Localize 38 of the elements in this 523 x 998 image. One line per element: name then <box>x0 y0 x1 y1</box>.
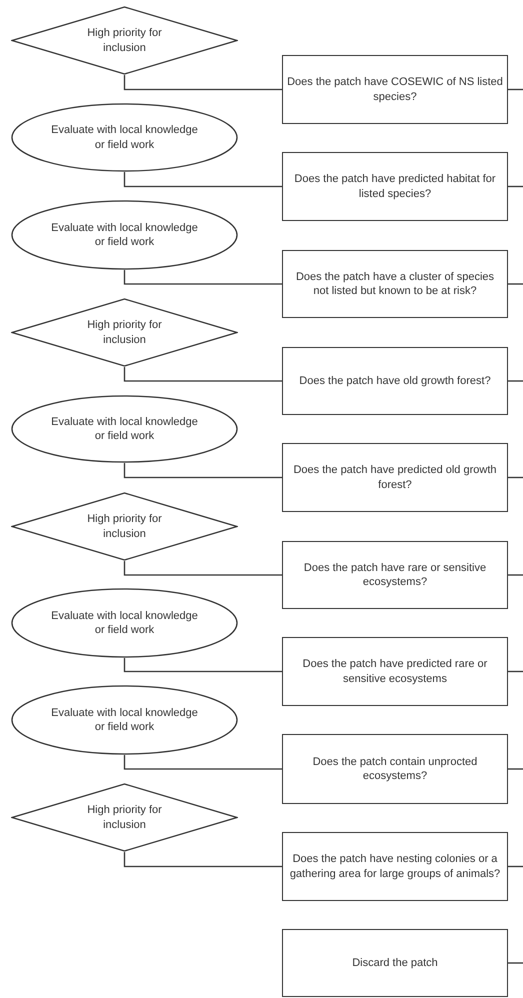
connector-line <box>124 172 282 188</box>
process-ellipse: Evaluate with local knowledge or field work <box>11 588 238 658</box>
connector-line <box>508 88 523 90</box>
connector-line <box>124 75 282 90</box>
connector-line <box>508 380 523 382</box>
connector-line <box>124 561 282 576</box>
decision-diamond: High priority for inclusion <box>11 298 238 367</box>
process-box: Does the patch have a cluster of species not listed but known to be at risk? <box>282 250 508 318</box>
process-box: Does the patch have old growth forest? <box>282 347 508 415</box>
process-ellipse: Evaluate with local knowledge or field work <box>11 103 238 172</box>
connector-line <box>508 866 523 868</box>
connector-line <box>508 476 523 478</box>
decision-diamond: High priority for inclusion <box>11 6 238 75</box>
connector-line <box>508 283 523 285</box>
process-box: Discard the patch <box>282 929 508 997</box>
process-box: Does the patch contain unprocted ecosystems? <box>282 734 508 804</box>
process-ellipse: Evaluate with local knowledge or field work <box>11 395 238 463</box>
connector-line <box>124 270 282 285</box>
connector-line <box>124 852 282 868</box>
process-box: Does the patch have predicted rare or sensitive ecosystems <box>282 637 508 706</box>
connector-line <box>508 962 523 964</box>
process-ellipse: Evaluate with local knowledge or field work <box>11 685 238 755</box>
connector-line <box>124 658 282 672</box>
process-ellipse: Evaluate with local knowledge or field work <box>11 200 238 270</box>
connector-line <box>508 574 523 576</box>
connector-line <box>124 367 282 382</box>
connector-line <box>124 755 282 770</box>
process-box: Does the patch have predicted habitat for listed species? <box>282 152 508 221</box>
connector-line <box>508 768 523 770</box>
decision-diamond: High priority for inclusion <box>11 492 238 561</box>
connector-line <box>124 463 282 478</box>
process-box: Does the patch have predicted old growth forest? <box>282 443 508 512</box>
connector-line <box>508 670 523 672</box>
process-box: Does the patch have COSEWIC of NS listed species? <box>282 55 508 124</box>
process-box: Does the patch have rare or sensitive ecosystems? <box>282 541 508 609</box>
decision-diamond: High priority for inclusion <box>11 783 238 852</box>
connector-line <box>508 186 523 188</box>
process-box: Does the patch have nesting colonies or a gathering area for large groups of animals? <box>282 832 508 901</box>
